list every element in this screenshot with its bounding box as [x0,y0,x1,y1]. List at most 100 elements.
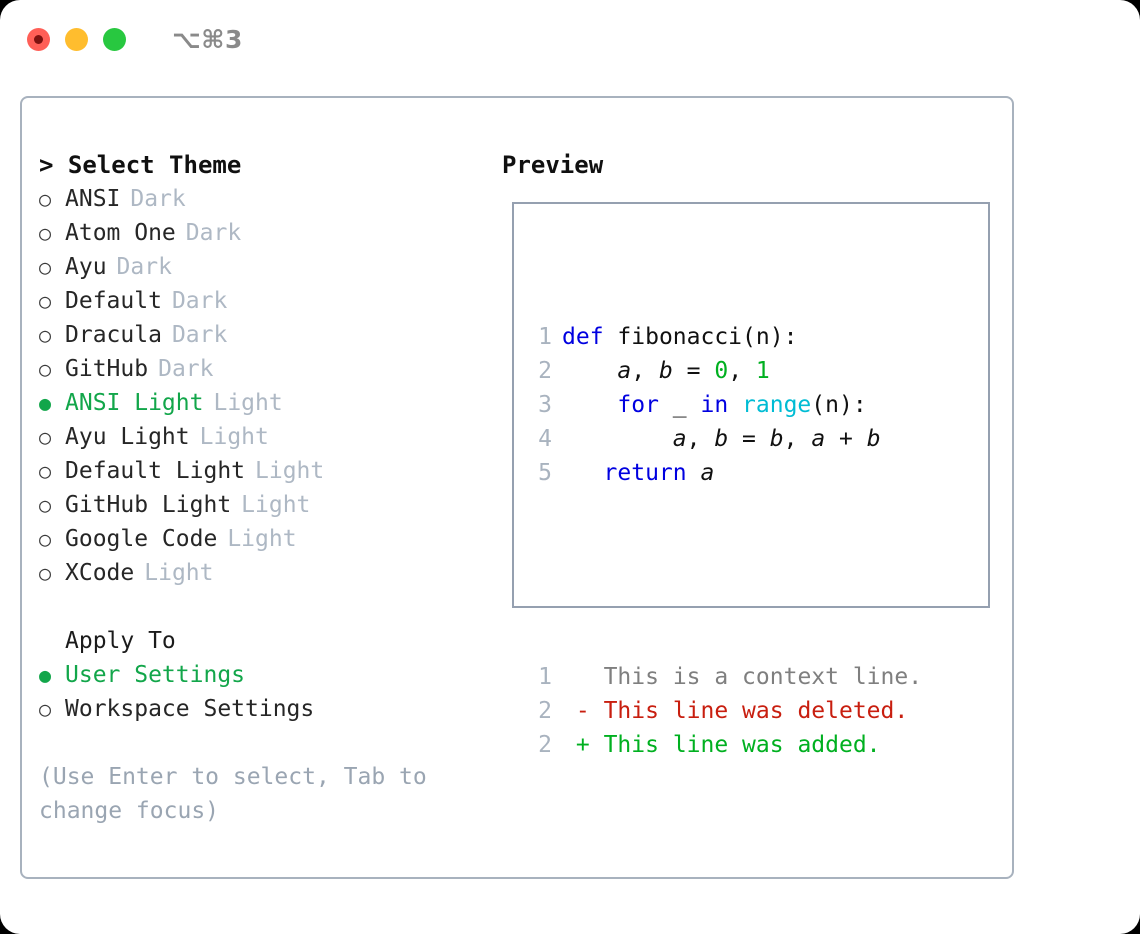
theme-option-ansi[interactable]: ○ ANSI Dark [39,182,489,216]
diff-line-text: This is a context line. [603,664,923,690]
code-line: 2 a, b = 0, 1 [528,354,922,388]
diff-line-body: + This line was added. [562,728,881,762]
theme-option-label: Dracula [65,322,162,348]
theme-option-ayu-light[interactable]: ○ Ayu Light Light [39,420,489,454]
radio-unselected-icon: ○ [39,187,52,211]
code-token-var: b [658,358,673,384]
theme-option-kind: Dark [116,254,172,280]
diff-sign [576,664,590,690]
radio-selected-icon: ● [39,663,52,687]
line-number: 1 [538,324,552,350]
theme-option-kind: Dark [158,356,214,382]
code-line: 3 for _ in range(n): [528,388,922,422]
diff-line-body: - This line was deleted. [562,694,908,728]
theme-option-kind: Light [199,424,269,450]
code-token-num: 1 [755,358,770,384]
theme-option-default[interactable]: ○ Default Dark [39,284,489,318]
code-token-plain [562,392,617,418]
theme-option-label: GitHub Light [65,492,232,518]
code-token-var: a [672,426,687,452]
theme-option-ansi-light[interactable]: ● ANSI Light Light [39,386,489,420]
code-token-kw: for [617,392,659,418]
code-token-plain: , [631,358,659,384]
theme-option-label: ANSI Light [65,390,204,416]
preview-heading: Preview [502,151,604,179]
minimize-button-icon[interactable] [65,27,88,51]
apply-to-option-user-settings[interactable]: ● User Settings [39,658,489,692]
code-token-fn: range [742,392,812,418]
line-number: 3 [538,392,552,418]
code-line-text: def fibonacci(n): [562,320,797,354]
diff-sign: + [575,732,590,758]
theme-option-kind: Dark [171,288,228,314]
code-token-plain: , [783,426,812,452]
title-bar: ⌥⌘3 [0,0,1140,78]
diff-line-number: 2 [538,698,552,724]
keyboard-hint-text: (Use Enter to select, Tab to change focu… [39,764,427,824]
code-token-num: 0 [714,358,729,384]
radio-unselected-icon: ○ [39,561,52,585]
theme-option-label: Default [65,288,162,314]
theme-option-kind: Dark [130,186,186,212]
code-token-plain: , [728,358,756,384]
code-diff-separator [528,558,922,592]
theme-option-kind: Light [255,458,325,484]
code-token-var: a [700,460,715,486]
theme-option-label: ANSI [65,186,121,212]
radio-unselected-icon: ○ [39,425,52,449]
apply-to-option-label: User Settings [65,662,246,688]
radio-unselected-icon: ○ [39,697,52,721]
theme-option-label: Default Light [65,458,246,484]
hint-spacer [39,726,489,760]
code-token-plain: fibonacci(n): [617,324,798,350]
diff-line-add: 2 + This line was added. [528,728,922,762]
code-line: 5 return a [528,456,922,490]
line-number: 5 [538,460,552,486]
list-spacer [39,590,489,624]
code-line: 1 def fibonacci(n): [528,320,922,354]
theme-option-label: Ayu [65,254,107,280]
code-token-plain [562,358,617,384]
code-line-text: return a [562,456,715,490]
radio-selected-icon: ● [39,391,52,415]
diff-line-ctx: 1 This is a context line. [528,660,922,694]
diff-sign: - [575,698,590,724]
code-token-plain: = [672,358,715,384]
apply-to-option-label: Workspace Settings [65,696,315,722]
theme-option-kind: Light [227,526,297,552]
code-token-var: a [617,358,632,384]
code-token-plain [604,324,618,350]
diff-line-del: 2 - This line was deleted. [528,694,922,728]
close-button-icon[interactable] [27,27,50,51]
theme-option-label: Ayu Light [65,424,190,450]
apply-to-option-workspace-settings[interactable]: ○ Workspace Settings [39,692,489,726]
theme-option-label: Atom One [65,220,176,246]
diff-line-text: This line was deleted. [603,698,909,724]
diff-line-list: 1 This is a context line.2 - This line w… [528,660,922,762]
radio-unselected-icon: ○ [39,493,52,517]
apply-to-list[interactable]: ● User Settings ○ Workspace Settings [39,658,489,726]
radio-unselected-icon: ○ [39,289,52,313]
theme-option-kind: Light [213,390,283,416]
code-token-plain [562,426,673,452]
code-token-plain [687,460,701,486]
maximize-button-icon[interactable] [103,27,126,51]
code-token-var: b [866,426,881,452]
code-token-plain [728,392,742,418]
theme-option-label: Google Code [65,526,218,552]
